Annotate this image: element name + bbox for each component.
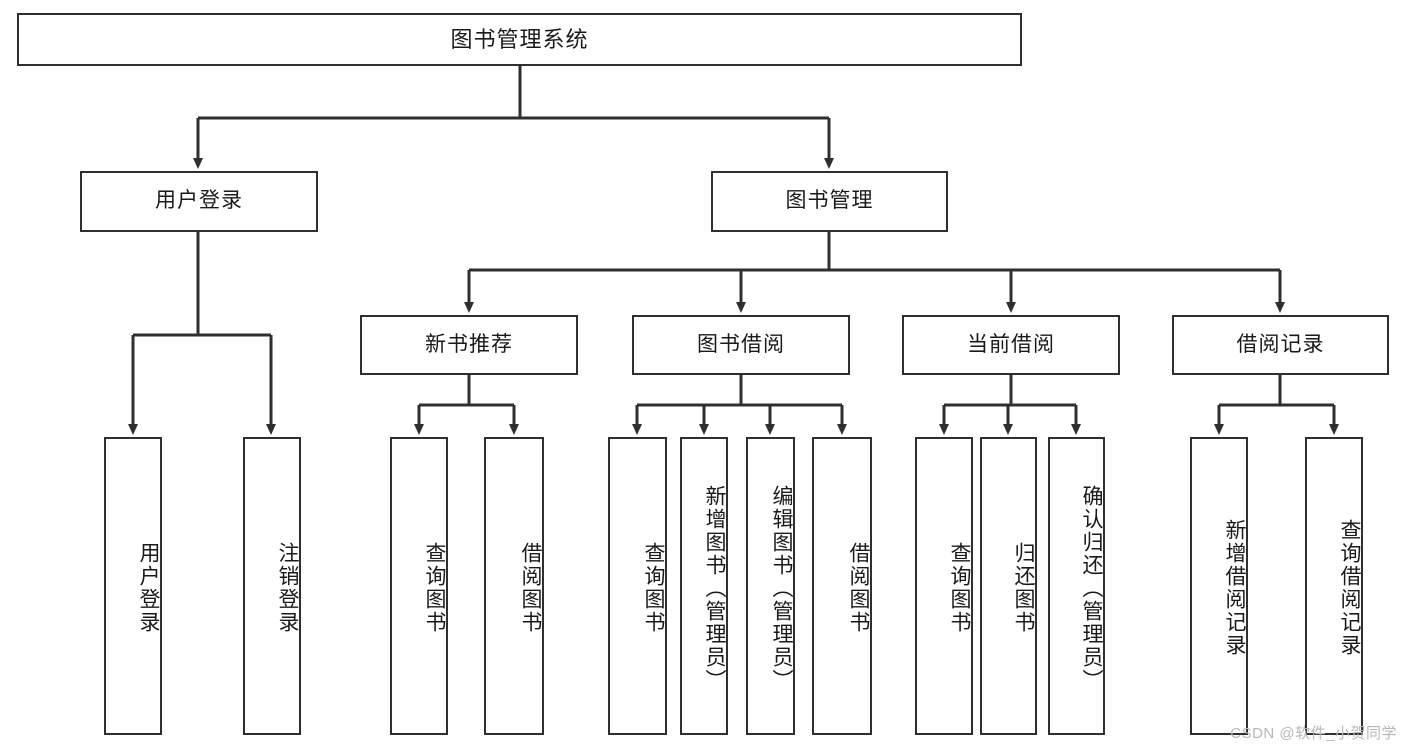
node-new-book-recommend-label: 新书推荐	[425, 332, 513, 356]
node-leaf-query-record-label: 查询借阅记录	[1338, 519, 1361, 657]
node-user-login[interactable]: 用户登录	[80, 171, 318, 232]
node-leaf-add-book[interactable]: 新增图书（管理员）	[680, 437, 728, 735]
node-borrow-record-label: 借阅记录	[1236, 332, 1325, 356]
node-book-manage[interactable]: 图书管理	[711, 171, 948, 232]
node-new-book-recommend[interactable]: 新书推荐	[360, 315, 578, 375]
node-leaf-borrow-book-2-label: 借阅图书	[847, 542, 870, 634]
csdn-watermark: CSDN @软件_小贺同学	[1230, 725, 1397, 742]
node-book-borrow-label: 图书借阅	[697, 332, 785, 356]
node-leaf-borrow-book-1-label: 借阅图书	[519, 542, 542, 634]
node-root-label: 图书管理系统	[450, 26, 589, 52]
node-leaf-confirm-return[interactable]: 确认归还（管理员）	[1048, 437, 1105, 735]
node-current-borrow-label: 当前借阅	[967, 332, 1055, 356]
node-leaf-query-book-3[interactable]: 查询图书	[915, 437, 973, 735]
node-root[interactable]: 图书管理系统	[17, 13, 1022, 66]
node-leaf-return-book-label: 归还图书	[1012, 542, 1035, 634]
node-leaf-return-book[interactable]: 归还图书	[980, 437, 1037, 735]
node-leaf-query-book-1-label: 查询图书	[423, 542, 446, 634]
node-leaf-user-login-label: 用户登录	[137, 542, 160, 634]
node-leaf-confirm-return-label: 确认归还（管理员）	[1080, 484, 1103, 692]
node-leaf-query-record[interactable]: 查询借阅记录	[1305, 437, 1363, 735]
node-borrow-record[interactable]: 借阅记录	[1172, 315, 1389, 375]
node-leaf-edit-book-label: 编辑图书（管理员）	[770, 484, 793, 692]
node-leaf-query-book-3-label: 查询图书	[948, 542, 971, 634]
node-leaf-add-book-label: 新增图书（管理员）	[703, 484, 726, 692]
node-book-borrow[interactable]: 图书借阅	[632, 315, 850, 375]
node-leaf-query-book-2[interactable]: 查询图书	[608, 437, 667, 735]
node-user-login-label: 用户登录	[155, 189, 243, 213]
node-book-manage-label: 图书管理	[785, 189, 874, 213]
node-leaf-borrow-book-2[interactable]: 借阅图书	[812, 437, 872, 735]
node-leaf-add-record[interactable]: 新增借阅记录	[1190, 437, 1248, 735]
node-leaf-add-record-label: 新增借阅记录	[1223, 519, 1246, 657]
node-leaf-user-logout-label: 注销登录	[276, 542, 299, 634]
node-leaf-query-book-2-label: 查询图书	[642, 542, 665, 634]
node-leaf-user-login[interactable]: 用户登录	[104, 437, 162, 735]
node-current-borrow[interactable]: 当前借阅	[902, 315, 1120, 375]
node-leaf-user-logout[interactable]: 注销登录	[243, 437, 301, 735]
node-leaf-edit-book[interactable]: 编辑图书（管理员）	[746, 437, 795, 735]
node-leaf-query-book-1[interactable]: 查询图书	[390, 437, 448, 735]
node-leaf-borrow-book-1[interactable]: 借阅图书	[484, 437, 544, 735]
